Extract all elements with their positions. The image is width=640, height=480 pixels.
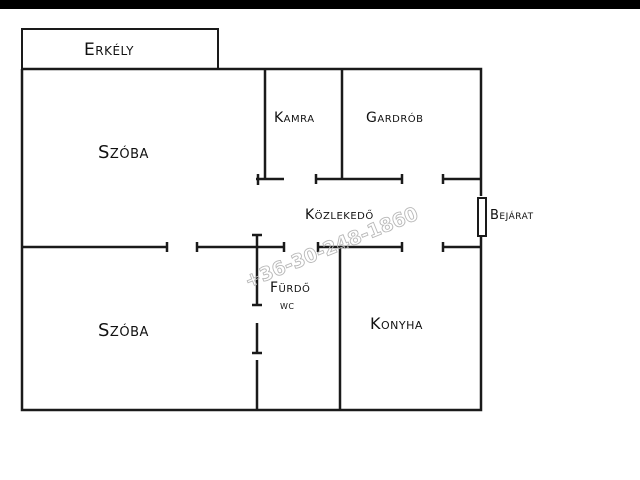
outer-walls [20, 67, 487, 412]
interior-walls [22, 69, 481, 410]
entrance-label: Bejárat [490, 208, 534, 223]
top-black-bar [0, 0, 640, 9]
outer-wall-top [22, 67, 483, 196]
entrance-door [477, 197, 487, 237]
wardrobe-label: Gardrób [366, 110, 424, 126]
kitchen-label: Konyha [370, 314, 423, 333]
outer-wall-bottom-left [20, 69, 483, 412]
wc-label: wc [280, 298, 295, 312]
balcony-label: Erkély [84, 40, 134, 60]
balcony-outline [21, 28, 219, 69]
room-label-bottom: Szóba [98, 320, 149, 341]
balcony: Erkély [21, 28, 219, 69]
hallway-label: Közlekedő [305, 207, 374, 223]
pantry-label: Kamra [274, 110, 315, 126]
room-label-top: Szóba [98, 142, 149, 163]
bathroom-label: Fürdő [270, 280, 310, 296]
